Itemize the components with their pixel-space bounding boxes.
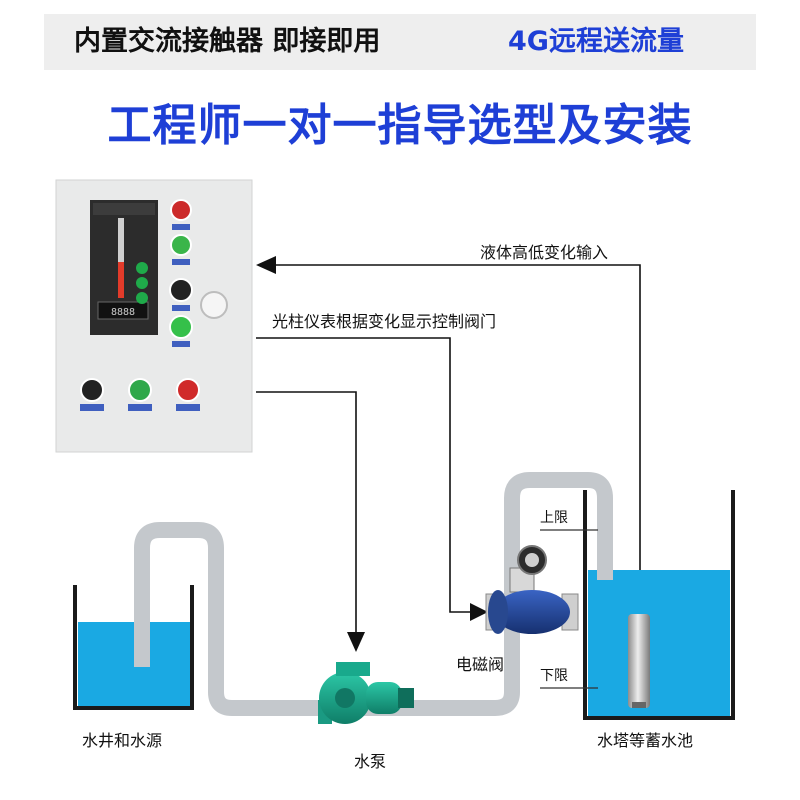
level-sensor-probe-icon bbox=[628, 614, 650, 708]
tower-tank bbox=[583, 490, 735, 720]
liquid-input-label: 液体高低变化输入 bbox=[480, 243, 609, 262]
lower-limit-label: 下限 bbox=[540, 668, 568, 684]
banner-4g-text: 4G远程送流量 bbox=[508, 26, 684, 57]
arrow-left-icon bbox=[256, 256, 276, 274]
solenoid-valve-icon bbox=[485, 545, 579, 634]
pump-label: 水泵 bbox=[354, 752, 387, 771]
solenoid-valve-label: 电磁阀 bbox=[456, 655, 505, 674]
control-panel-icon: 8888 bbox=[55, 179, 253, 453]
arrow-right-icon bbox=[470, 603, 488, 621]
upper-limit-label: 上限 bbox=[540, 510, 568, 526]
pump-icon bbox=[318, 662, 414, 724]
water-tower-label: 水塔等蓄水池 bbox=[597, 731, 694, 750]
svg-text:8888: 8888 bbox=[111, 307, 135, 318]
arrow-down-icon bbox=[347, 632, 365, 652]
well-source-label: 水井和水源 bbox=[82, 731, 163, 750]
top-banner: 内置交流接触器 即接即用 4G远程送流量 bbox=[44, 14, 756, 70]
tower-water bbox=[588, 570, 730, 716]
headline: 工程师一对一指导选型及安装 bbox=[107, 100, 693, 151]
bar-meter-control-label: 光柱仪表根据变化显示控制阀门 bbox=[272, 312, 497, 331]
banner-feature-text: 内置交流接触器 即接即用 bbox=[74, 26, 381, 57]
well-tank bbox=[73, 585, 194, 710]
